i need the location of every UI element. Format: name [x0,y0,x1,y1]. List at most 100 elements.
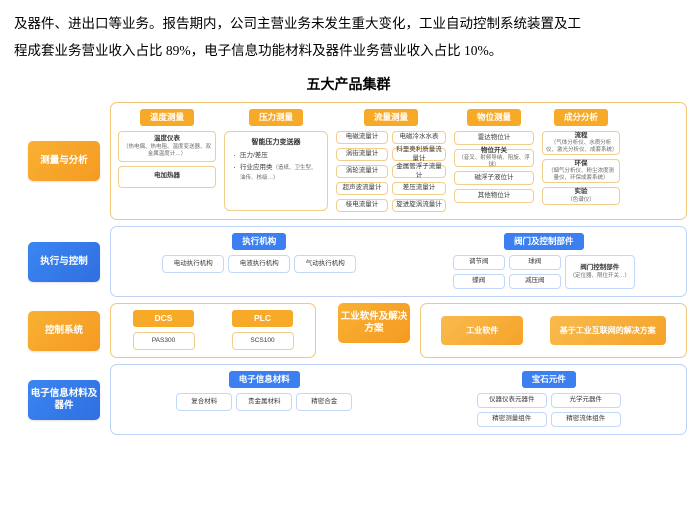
item-pas300[interactable]: PAS300 [132,332,195,350]
item-gem[interactable]: 仪器仪表元器件 [476,393,547,408]
category-label-measurement: 测量与分析 [28,141,100,181]
diagram-row-control-system: 控制系统 DCS PAS300 PLC SCS100 工业软件及解决方案 工业软… [10,303,687,358]
item-main: 电加热器 [154,172,180,180]
item-flow[interactable]: 旋进旋涡流量计 [392,199,446,212]
group-title-pressure[interactable]: 压力测量 [248,109,303,126]
body-paragraph: 及器件、进出口等业务。报告期内，公司主营业务未发生重大变化，工业自动控制系统装置… [0,0,697,64]
item-main: 温度仪表 [154,135,180,142]
group-valve: 阀门及控制部件 调节阀 蝶阀 球阀 减压阀 阀门控制部件（定位器 [452,233,635,289]
bullet-main: 压力/差压 [240,152,268,159]
group-title-plc[interactable]: PLC [232,310,293,327]
group-flow: 流量测量 电磁流量计 涡街流量计 涡轮流量计 超声波流量计 椄电流量计 电磁冷水… [336,109,446,212]
item-main: 阀门控制部件 [580,264,620,272]
item-ei-material[interactable]: 贵金属材料 [236,393,293,411]
item-gem[interactable]: 精密测量组件 [476,412,547,427]
category-label-industrial-software: 工业软件及解决方案 [338,303,410,343]
group-level: 物位测量 雷达物位计 物位开关（音叉、射频导纳、阻旋、浮球） 磁浮子液位计 其他… [454,109,534,203]
item-flow[interactable]: 椄电流量计 [336,199,388,212]
group-dcs: DCS PAS300 [132,310,195,350]
item-valve[interactable]: 球阀 [508,255,561,270]
item-flow[interactable]: 科里奥利质量流量计 [392,146,446,162]
item-level[interactable]: 物位开关（音叉、射频导纳、阻旋、浮球） [454,146,534,169]
item-actuator[interactable]: 电液执行机构 [228,255,291,273]
item-sub: （气体分析仪、水质分析仪、激光分析仪、成套系统） [546,140,618,154]
item-industrial-software[interactable]: 工业软件 [441,315,524,345]
bullet-head: 智能压力变送器 [251,139,301,146]
item-flow[interactable]: 差压流量计 [392,182,446,195]
paragraph-line-2: 程成套业务营业收入占比 89%，电子信息功能材料及器件业务营业收入占比 10%。 [14,43,503,58]
diagram-row-electronic-materials: 电子信息材料及器件 电子信息材料 复合材料 贵金属材料 精密合金 宝石元件 [10,364,687,435]
panel-control-system: DCS PAS300 PLC SCS100 [110,303,316,358]
item-level[interactable]: 其他物位计 [454,189,534,203]
group-gem-component: 宝石元件 仪器仪表元器件 精密测量组件 光学元器件 精密流体组件 [476,371,621,427]
item-main: 物位开关 [481,146,507,154]
item-flow[interactable]: 涡轮流量计 [336,165,388,178]
group-title-temperature[interactable]: 温度测量 [139,109,194,126]
item-level[interactable]: 雷达物位计 [454,131,534,145]
item-flow[interactable]: 金属管浮子流量计 [392,163,446,179]
item-main: 流程 [574,131,588,139]
group-title-ei-material[interactable]: 电子信息材料 [228,371,300,388]
panel-execution: 执行机构 电动执行机构 电液执行机构 气动执行机构 阀门及控制部件 调节阀 [110,226,687,297]
bullet-item: 行业应用类（造纸、卫生型、油传、核级…） [233,163,321,183]
item-composition[interactable]: 流程（气体分析仪、水质分析仪、激光分析仪、成套系统） [542,131,620,155]
panel-electronic-materials: 电子信息材料 复合材料 贵金属材料 精密合金 宝石元件 仪器仪表元器件 精密 [110,364,687,435]
group-title-level[interactable]: 物位测量 [466,109,521,126]
item-scs100[interactable]: SCS100 [231,332,294,350]
item-ei-material[interactable]: 复合材料 [176,393,233,411]
group-title-actuator[interactable]: 执行机构 [232,233,287,250]
item-main: 环保 [574,159,588,167]
item-composition[interactable]: 环保（烟气分析仪、粉尘浓度测量仪、环保成套系统） [542,159,620,183]
item-smart-pressure-transmitter[interactable]: 智能压力变送器 压力/差压 行业应用类（造纸、卫生型、油传、核级…） [224,131,328,211]
category-label-control-system: 控制系统 [28,310,100,351]
panel-measurement: 温度测量 温度仪表（热电偶、热电阻、温度变送器、双金属温度计…） 电加热器 [110,102,687,220]
row-panels: 温度测量 温度仪表（热电偶、热电阻、温度变送器、双金属温度计…） 电加热器 [110,102,687,220]
item-valve[interactable]: 减压阀 [508,274,561,289]
group-title-composition[interactable]: 成分分析 [553,109,608,126]
item-sub: （热电偶、热电阻、温度变送器、双金属温度计…） [122,143,211,157]
group-title-gem-component[interactable]: 宝石元件 [521,371,576,388]
category-label-electronic-materials: 电子信息材料及器件 [28,379,100,420]
group-actuator: 执行机构 电动执行机构 电液执行机构 气动执行机构 [162,233,357,273]
bullet-sub: （造纸、卫生型、油传、核级…） [240,165,317,181]
group-title-flow[interactable]: 流量测量 [363,109,418,126]
measurement-groups: 温度测量 温度仪表（热电偶、热电阻、温度变送器、双金属温度计…） 电加热器 [118,109,679,212]
item-electric-heater[interactable]: 电加热器 [118,165,216,188]
item-iiot-solution[interactable]: 基于工业互联网的解决方案 [549,315,666,345]
group-composition: 成分分析 流程（气体分析仪、水质分析仪、激光分析仪、成套系统） 环保（烟气分析仪… [542,109,620,205]
item-flow[interactable]: 超声波流量计 [336,182,388,195]
bullet-main: 行业应用类 [240,164,273,171]
group-title-valve[interactable]: 阀门及控制部件 [503,233,584,250]
bullet-item: 压力/差压 [233,151,321,160]
group-plc: PLC SCS100 [231,310,294,350]
item-sub: （色谱仪） [567,196,595,203]
item-composition[interactable]: 实验（色谱仪） [542,187,620,205]
item-gem[interactable]: 光学元器件 [550,393,621,408]
item-sub: （烟气分析仪、粉尘浓度测量仪、环保成套系统） [547,168,614,182]
item-sub: （定位器、限位开关…） [569,272,630,279]
item-valve[interactable]: 蝶阀 [452,274,505,289]
item-level[interactable]: 磁浮子液位计 [454,171,534,185]
item-valve[interactable]: 调节阀 [452,255,505,270]
group-temperature: 温度测量 温度仪表（热电偶、热电阻、温度变送器、双金属温度计…） 电加热器 [118,109,216,188]
item-flow[interactable]: 电磁冷水水表 [392,131,446,144]
diagram-row-measurement: 测量与分析 温度测量 温度仪表（热电偶、热电阻、温度变送器、双金属温度计…） 电… [10,102,687,220]
item-gem[interactable]: 精密流体组件 [550,412,621,427]
product-cluster-diagram: 测量与分析 温度测量 温度仪表（热电偶、热电阻、温度变送器、双金属温度计…） 电… [0,102,697,435]
item-flow[interactable]: 涡街流量计 [336,148,388,161]
item-ei-material[interactable]: 精密合金 [296,393,353,411]
item-actuator[interactable]: 气动执行机构 [294,255,357,273]
diagram-title: 五大产品集群 [306,78,391,93]
item-main: 实验 [574,188,588,196]
item-actuator[interactable]: 电动执行机构 [162,255,225,273]
group-title-dcs[interactable]: DCS [132,310,195,327]
group-ei-material: 电子信息材料 复合材料 贵金属材料 精密合金 [176,371,353,411]
item-valve-control-parts[interactable]: 阀门控制部件（定位器、限位开关…） [564,255,635,289]
item-temperature-instrument[interactable]: 温度仪表（热电偶、热电阻、温度变送器、双金属温度计…） [118,131,216,162]
category-label-execution: 执行与控制 [28,241,100,282]
item-flow[interactable]: 电磁流量计 [336,131,388,144]
diagram-row-execution: 执行与控制 执行机构 电动执行机构 电液执行机构 气动执行机构 [10,226,687,297]
item-sub: （音叉、射频导纳、阻旋、浮球） [458,155,530,169]
paragraph-line-1: 及器件、进出口等业务。报告期内，公司主营业务未发生重大变化，工业自动控制系统装置… [14,16,581,31]
group-pressure: 压力测量 智能压力变送器 压力/差压 行业应用类（造纸、卫生型、油传、核级…） [224,109,328,211]
